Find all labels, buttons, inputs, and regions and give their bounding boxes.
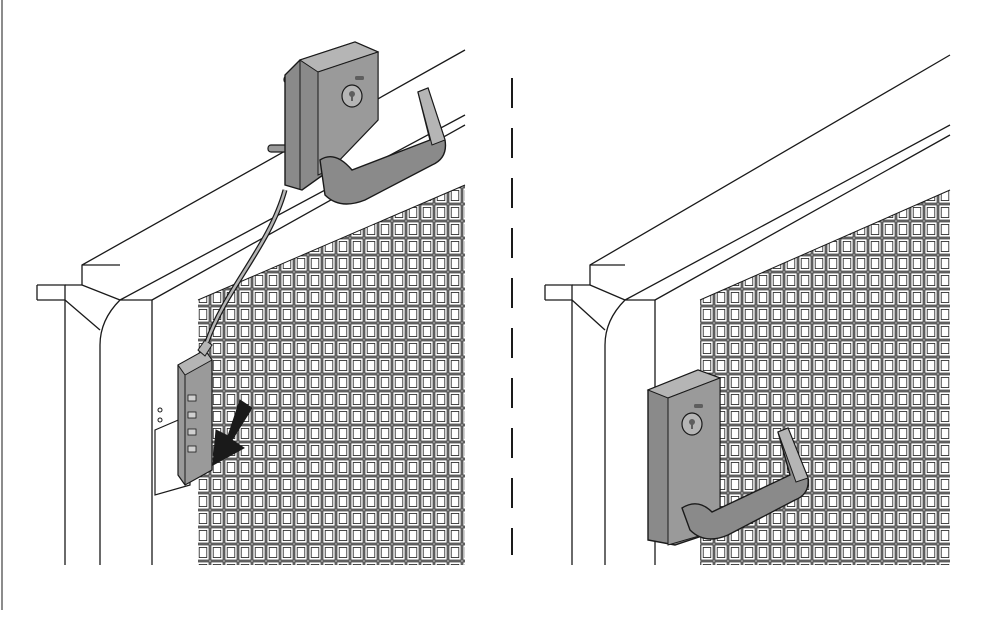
lever-handle xyxy=(319,87,447,205)
insert-arrow-icon xyxy=(212,399,253,466)
cable-connector xyxy=(177,339,213,486)
right-panel xyxy=(544,54,951,565)
door-mesh-panel xyxy=(197,184,466,565)
lock-housing-installed xyxy=(646,369,809,546)
lever-handle-right xyxy=(681,427,809,540)
lock-housing-lifted xyxy=(267,41,447,205)
left-panel xyxy=(36,41,466,565)
door-frame xyxy=(36,49,466,565)
door-frame-right xyxy=(544,54,951,565)
